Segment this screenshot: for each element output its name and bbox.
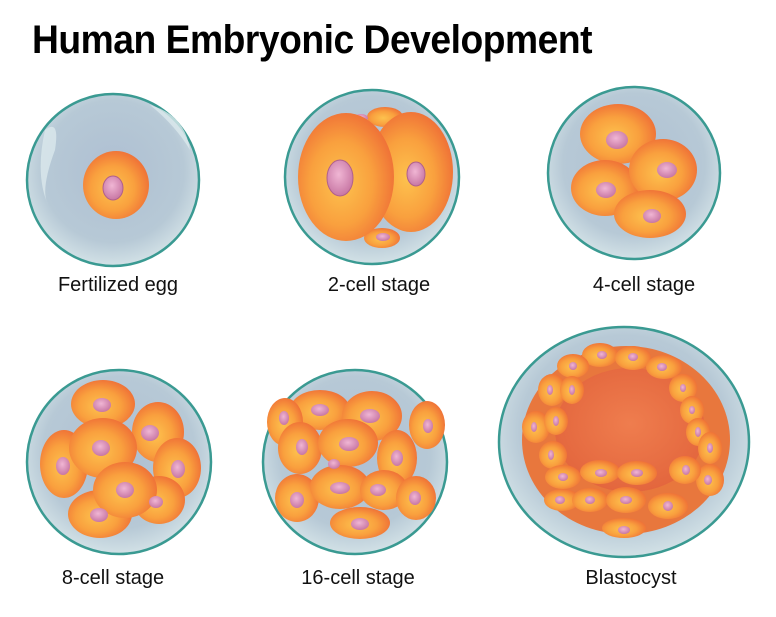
label-8-cell-stage: 8-cell stage	[61, 567, 165, 589]
label-16-cell-stage: 16-cell stage	[301, 567, 415, 589]
blastocyst-illustration	[497, 325, 751, 559]
sixteen-cell-illustration	[261, 368, 449, 556]
eight-cell-illustration	[25, 368, 213, 556]
label-2-cell-stage: 2-cell stage	[327, 274, 431, 296]
label-4-cell-stage: 4-cell stage	[592, 274, 696, 296]
four-cell-illustration	[546, 85, 722, 261]
two-cell-illustration	[283, 88, 461, 266]
page-title: Human Embryonic Development	[32, 18, 593, 62]
label-fertilized-egg: Fertilized egg	[57, 274, 179, 296]
fertilized-egg-illustration	[25, 92, 201, 268]
label-blastocyst: Blastocyst	[585, 567, 677, 589]
